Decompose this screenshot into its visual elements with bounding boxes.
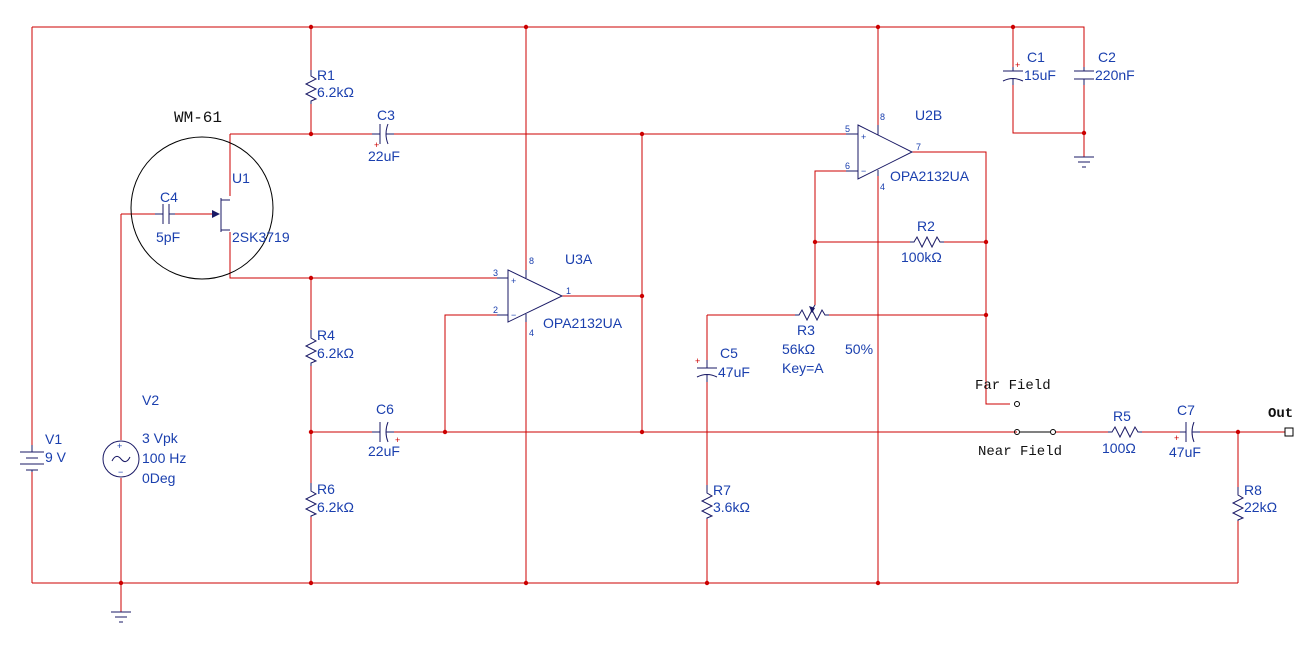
near-field-label: Near Field [978, 444, 1062, 460]
r2-value: 100kΩ [901, 249, 942, 265]
v1-value: 9 V [45, 449, 67, 465]
r8-ref: R8 [1244, 482, 1262, 498]
u3a-pin-neg: 2 [493, 305, 498, 315]
v2-amplitude: 3 Vpk [142, 430, 179, 446]
svg-text:−: − [118, 467, 123, 477]
microphone-capsule: WM-61 [130, 109, 274, 280]
u2b-pin-vplus: 8 [880, 112, 885, 122]
resistor-r1: R1 6.2kΩ [304, 67, 354, 104]
wm61-label: WM-61 [174, 109, 222, 127]
r3-ref: R3 [797, 322, 815, 338]
battery-v1: V1 9 V [20, 431, 67, 472]
r7-value: 3.6kΩ [713, 499, 750, 515]
r3-value: 56kΩ [782, 341, 815, 357]
r3-key: Key=A [782, 360, 824, 376]
capacitor-c1: + C1 15uF [1002, 49, 1056, 85]
resistor-r2: R2 100kΩ [901, 218, 944, 265]
c2-ref: C2 [1098, 49, 1116, 65]
svg-text:+: + [695, 356, 700, 366]
c5-ref: C5 [720, 345, 738, 361]
u3a-part: OPA2132UA [543, 315, 623, 331]
c2-value: 220nF [1095, 67, 1135, 83]
output-terminal[interactable]: Out [1268, 406, 1294, 437]
r6-value: 6.2kΩ [317, 499, 354, 515]
svg-text:+: + [374, 140, 379, 150]
potentiometer-r3: R3 56kΩ Key=A 50% [782, 304, 873, 376]
v2-ref: V2 [142, 392, 159, 408]
ac-source-v2: + − V2 3 Vpk 100 Hz 0Deg [102, 392, 186, 486]
svg-text:+: + [395, 435, 400, 445]
capacitor-c6: + C6 22uF [368, 401, 400, 459]
u3a-pin-vplus: 8 [529, 256, 534, 266]
c3-value: 22uF [368, 148, 400, 164]
r1-value: 6.2kΩ [317, 84, 354, 100]
r4-value: 6.2kΩ [317, 345, 354, 361]
u3a-pin-pos: 3 [493, 268, 498, 278]
ground-symbol [111, 611, 131, 623]
r8-value: 22kΩ [1244, 499, 1277, 515]
u2b-pin-neg: 6 [845, 161, 850, 171]
r2-ref: R2 [917, 218, 935, 234]
capacitor-c4: C4 5pF [155, 189, 180, 245]
v2-frequency: 100 Hz [142, 450, 186, 466]
svg-text:+: + [1015, 60, 1020, 70]
c6-ref: C6 [376, 401, 394, 417]
r7-ref: R7 [713, 482, 731, 498]
u2b-pin-vminus: 4 [880, 182, 885, 192]
u2b-pin-out: 7 [916, 142, 921, 152]
c1-ref: C1 [1027, 49, 1045, 65]
v1-ref: V1 [45, 431, 62, 447]
r6-ref: R6 [317, 481, 335, 497]
c7-ref: C7 [1177, 402, 1195, 418]
u2b-ref: U2B [915, 107, 942, 123]
u3a-ref: U3A [565, 251, 593, 267]
far-near-switch[interactable]: Far Field Near Field [975, 378, 1062, 460]
c4-ref: C4 [160, 189, 178, 205]
resistor-r5: R5 100Ω [1102, 408, 1142, 456]
c5-value: 47uF [718, 364, 750, 380]
svg-text:−: − [861, 166, 866, 176]
capacitor-c5: + C5 47uF [695, 345, 750, 382]
r5-value: 100Ω [1102, 440, 1136, 456]
u3a-pin-out: 1 [566, 286, 571, 296]
svg-text:+: + [1174, 433, 1179, 443]
u1-part: 2SK3719 [232, 229, 290, 245]
c1-value: 15uF [1024, 67, 1056, 83]
resistor-r6: R6 6.2kΩ [304, 481, 354, 517]
capacitor-c3: + C3 22uF [368, 107, 400, 164]
svg-text:+: + [861, 132, 866, 142]
capacitor-c7: + C7 47uF [1169, 402, 1201, 460]
wires [31, 26, 1285, 612]
output-label: Out [1268, 406, 1293, 422]
r1-ref: R1 [317, 67, 335, 83]
r3-setting: 50% [845, 341, 873, 357]
opamp-u3a: + − 3 2 1 8 4 U3A OPA2132UA [493, 251, 623, 338]
svg-text:+: + [511, 276, 516, 286]
junctions [118, 24, 1241, 586]
capacitor-c2: C2 220nF [1074, 49, 1135, 85]
c7-value: 47uF [1169, 444, 1201, 460]
u3a-pin-vminus: 4 [529, 328, 534, 338]
u2b-part: OPA2132UA [890, 168, 970, 184]
svg-text:+: + [117, 441, 122, 451]
jfet-u1: U1 2SK3719 [212, 170, 290, 245]
u2b-pin-pos: 5 [845, 124, 850, 134]
c3-ref: C3 [377, 107, 395, 123]
opamp-u2b: + − 5 6 7 8 4 U2B OPA2132UA [845, 107, 970, 192]
svg-text:−: − [511, 310, 516, 320]
r4-ref: R4 [317, 327, 335, 343]
c4-value: 5pF [156, 229, 180, 245]
r5-ref: R5 [1113, 408, 1131, 424]
resistor-r8: R8 22kΩ [1231, 482, 1277, 521]
resistor-r4: R4 6.2kΩ [304, 327, 354, 366]
far-field-label: Far Field [975, 378, 1051, 394]
resistor-r7: R7 3.6kΩ [700, 482, 750, 519]
ground-symbol [1074, 156, 1094, 168]
c6-value: 22uF [368, 443, 400, 459]
u1-ref: U1 [232, 170, 250, 186]
v2-phase: 0Deg [142, 470, 175, 486]
